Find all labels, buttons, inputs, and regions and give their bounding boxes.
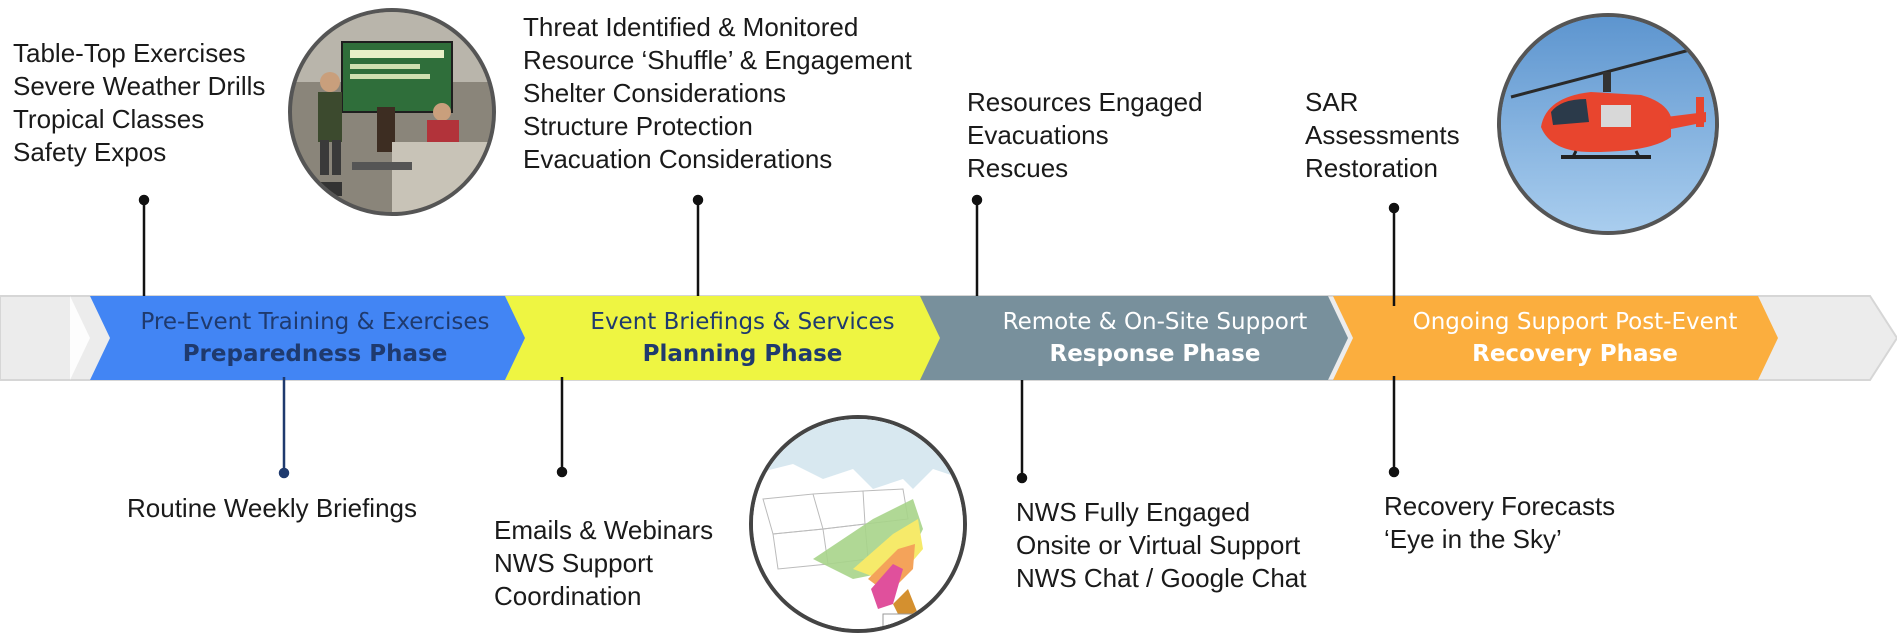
callout-line: ‘Eye in the Sky’: [1384, 524, 1562, 554]
phase-recovery-subtitle: Ongoing Support Post-Event: [1412, 309, 1738, 335]
callout-line: Table-Top Exercises: [13, 38, 246, 68]
phase-recovery-title: Recovery Phase: [1472, 341, 1678, 367]
callout-line: Restoration: [1305, 153, 1438, 183]
connector-dot: [556, 466, 568, 478]
phase-preparedness: Pre-Event Training & Exercises Preparedn…: [130, 306, 500, 370]
connector-dot: [278, 467, 290, 479]
callout-line: Resource ‘Shuffle’ & Engagement: [523, 45, 912, 75]
callout-line: Rescues: [967, 153, 1069, 183]
phase-response-subtitle: Remote & On-Site Support: [1002, 309, 1308, 335]
map-illustration: [753, 419, 963, 629]
connector-dot: [971, 194, 983, 206]
southeast-outlook-map: [749, 415, 967, 633]
callout-preparedness-top: Table-Top Exercises Severe Weather Drill…: [13, 37, 265, 169]
callout-line: Threat Identified & Monitored: [523, 12, 859, 42]
rescue-helicopter-photo: [1497, 13, 1719, 235]
callout-line: NWS Chat / Google Chat: [1016, 563, 1307, 593]
callout-line: Tropical Classes: [13, 104, 205, 134]
callout-line: Resources Engaged: [967, 87, 1203, 117]
callout-line: Structure Protection: [523, 111, 753, 141]
callout-line: Evacuations: [967, 120, 1109, 150]
phase-planning: Event Briefings & Services Planning Phas…: [545, 306, 940, 370]
connector-dot: [138, 194, 150, 206]
classroom-training-photo: [288, 8, 496, 216]
callout-line: SAR: [1305, 87, 1359, 117]
callout-line: Routine Weekly Briefings: [127, 493, 417, 523]
chevron-preparedness: [90, 296, 530, 380]
phase-response: Remote & On-Site Support Response Phase: [960, 306, 1350, 370]
connector-dot: [1388, 202, 1400, 214]
connector-dot: [1016, 472, 1028, 484]
callout-recovery-bottom: Recovery Forecasts ‘Eye in the Sky’: [1384, 490, 1615, 556]
callout-line: NWS Fully Engaged: [1016, 497, 1251, 527]
callout-response-top: Resources Engaged Evacuations Rescues: [967, 86, 1203, 185]
classroom-scene-illustration: [292, 12, 492, 212]
callout-line: NWS Support: [494, 548, 653, 578]
helicopter-illustration: [1501, 17, 1715, 231]
callout-planning-bottom: Emails & Webinars NWS Support Coordinati…: [494, 514, 713, 613]
phase-recovery: Ongoing Support Post-Event Recovery Phas…: [1375, 306, 1775, 370]
callout-line: Onsite or Virtual Support: [1016, 530, 1301, 560]
chevron-recovery: [1333, 296, 1778, 380]
callout-line: Recovery Forecasts: [1384, 491, 1616, 521]
callout-line: Coordination: [494, 581, 642, 611]
callout-planning-top: Threat Identified & Monitored Resource ‘…: [523, 11, 912, 176]
connector-dot: [1388, 466, 1400, 478]
callout-line: Emails & Webinars: [494, 515, 714, 545]
callout-line: Shelter Considerations: [523, 78, 787, 108]
callout-line: Severe Weather Drills: [13, 71, 266, 101]
timeline-band-start-notch: [70, 296, 90, 380]
phase-preparedness-subtitle: Pre-Event Training & Exercises: [140, 309, 490, 335]
chevron-planning: [505, 296, 945, 380]
callout-recovery-top: SAR Assessments Restoration: [1305, 86, 1460, 185]
callout-line: Safety Expos: [13, 137, 167, 167]
connector-dot: [692, 194, 704, 206]
callout-line: Evacuation Considerations: [523, 144, 833, 174]
callout-response-bottom: NWS Fully Engaged Onsite or Virtual Supp…: [1016, 496, 1306, 595]
chevron-response: [920, 296, 1348, 380]
phase-response-title: Response Phase: [1049, 341, 1261, 367]
phase-preparedness-title: Preparedness Phase: [182, 341, 448, 367]
callout-line: Assessments: [1305, 120, 1460, 150]
callout-preparedness-bottom: Routine Weekly Briefings: [127, 492, 417, 525]
phase-planning-title: Planning Phase: [642, 341, 843, 367]
phase-planning-subtitle: Event Briefings & Services: [590, 309, 895, 335]
